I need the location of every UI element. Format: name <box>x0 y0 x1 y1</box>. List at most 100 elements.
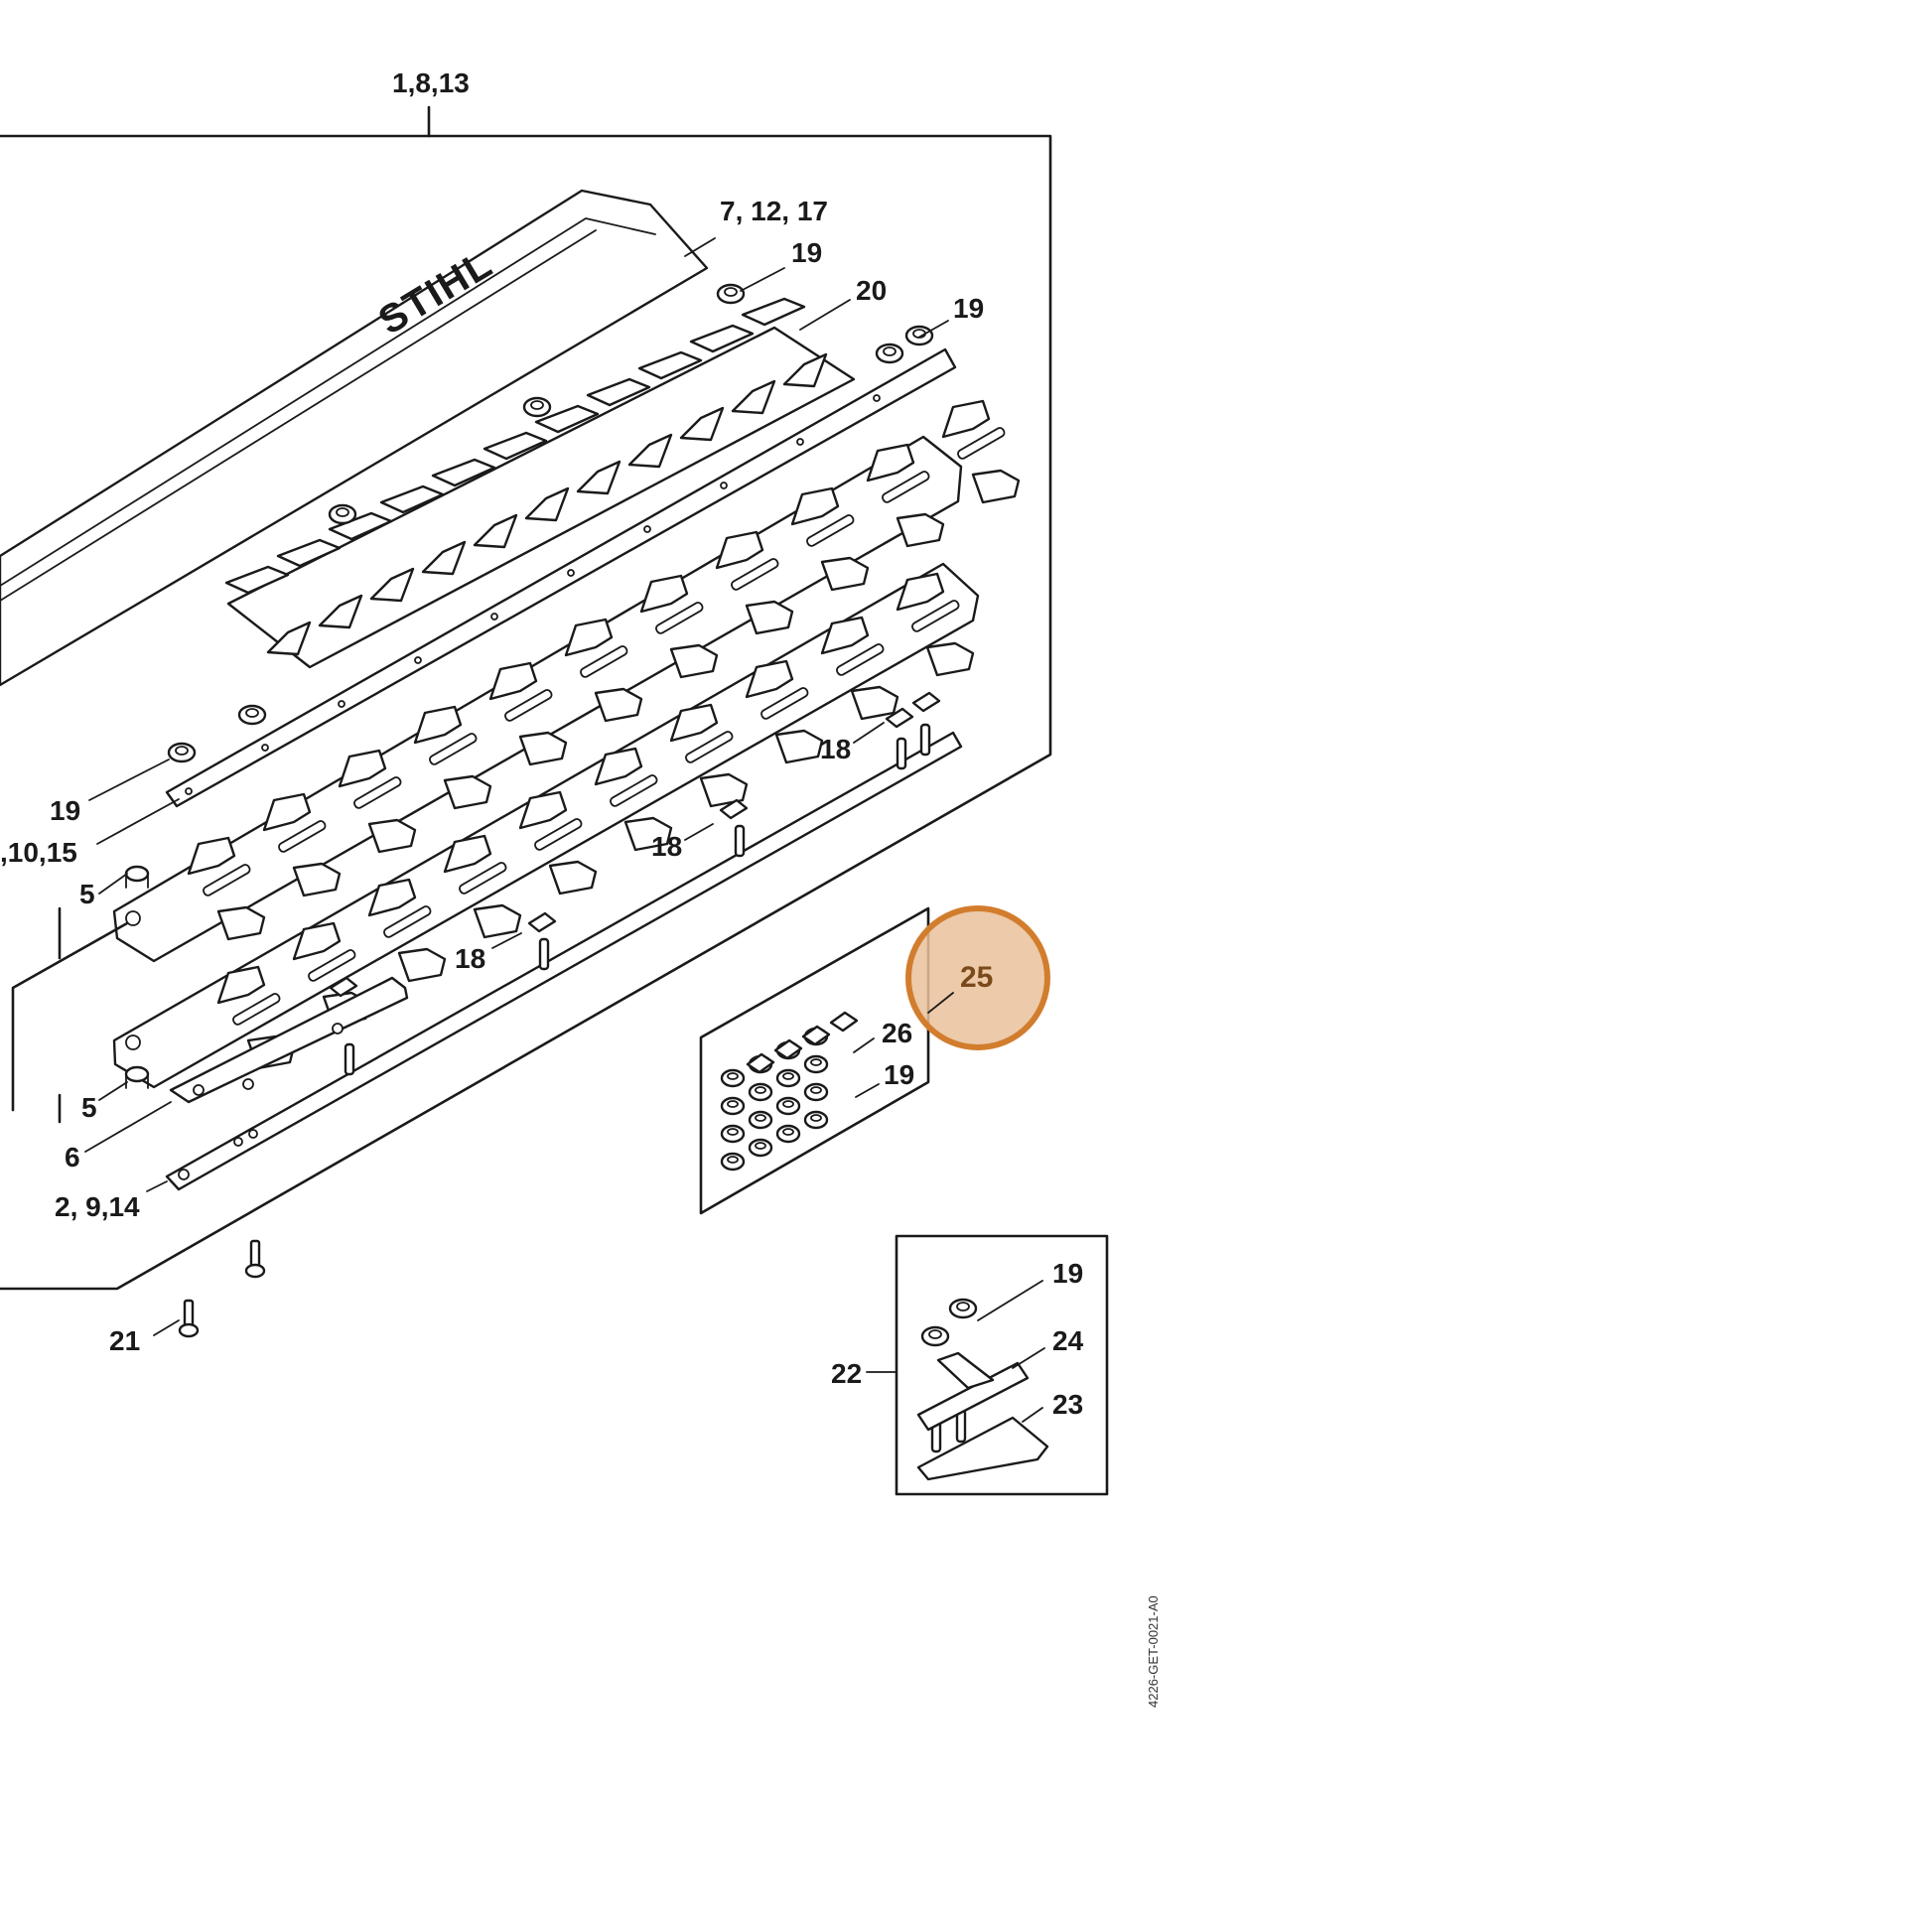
kit-nut-bore <box>755 1142 766 1150</box>
guard-tooth <box>328 511 393 541</box>
kit-nut-bore <box>755 1114 766 1122</box>
blade-tooth <box>488 661 538 701</box>
blade-tooth <box>216 905 266 941</box>
screw-head <box>244 1263 266 1279</box>
callout-19-right: 19 <box>953 293 984 324</box>
kit-block <box>801 1025 831 1046</box>
lower-cutter-blade <box>112 562 980 1089</box>
blade-tooth <box>820 616 870 655</box>
guard-tooth <box>689 324 755 353</box>
blade-slot <box>278 820 327 853</box>
callout-25[interactable]: 25 <box>960 961 993 994</box>
blade-tooth <box>790 486 840 526</box>
callout-18-right: 18 <box>820 734 851 764</box>
callout-24: 24 <box>1052 1325 1084 1356</box>
blade-slot <box>232 993 281 1026</box>
blade-tooth <box>745 659 794 699</box>
blade-tooth <box>338 749 387 788</box>
blade-tooth <box>774 729 824 764</box>
cap <box>124 1065 150 1083</box>
guard-tooth <box>369 567 415 603</box>
callout-19-top: 19 <box>791 237 822 268</box>
callout-19-box: 19 <box>1052 1258 1083 1289</box>
kit-nut-bore <box>810 1114 822 1122</box>
guard-bar <box>224 297 856 669</box>
slide-block <box>719 798 749 820</box>
kit-nut-bore <box>727 1100 739 1108</box>
blade-tooth <box>443 834 492 874</box>
blade-slot <box>580 645 628 678</box>
blade-tooth <box>745 600 794 635</box>
blade-tooth <box>413 705 463 745</box>
blade-tooth <box>292 862 342 897</box>
callout-10-15: ,10,15 <box>0 837 77 868</box>
nut-bore <box>175 746 189 756</box>
blade-tooth <box>216 965 266 1005</box>
guard-tooth <box>741 297 806 327</box>
callout-labels: 1,8,13 7, 12, 17 19 20 19 19 ,10,15 5 5 … <box>0 68 1084 1420</box>
blade-tooth <box>925 641 975 677</box>
blade-tooth <box>896 512 945 548</box>
blade-tooth <box>443 774 492 810</box>
blade-slot <box>353 776 402 809</box>
slide-block <box>911 691 941 713</box>
kit-nut-bore <box>755 1086 766 1094</box>
strip-hole <box>414 656 422 664</box>
kit-nut-bore <box>782 1072 794 1080</box>
blade-slot <box>383 905 432 938</box>
pin <box>896 737 907 770</box>
kit-nut-bore <box>782 1100 794 1108</box>
callout-18-left: 18 <box>455 943 485 974</box>
part-23-plate <box>916 1416 1049 1481</box>
hardware-group <box>124 283 978 1453</box>
bracket-part-6 <box>169 976 409 1104</box>
part-24-plate <box>916 1351 1030 1432</box>
nut-bore <box>928 1329 942 1339</box>
callout-26: 26 <box>882 1018 912 1048</box>
blade-tooth <box>564 618 614 657</box>
callout-1-8-13: 1,8,13 <box>392 68 470 98</box>
highlight-circle[interactable] <box>905 905 1050 1050</box>
highlight-marker-25[interactable]: 25 <box>905 905 1050 1050</box>
kit-nut-bore <box>782 1128 794 1136</box>
drawing-code: 4226-GET-0021-A0 <box>1146 1595 1161 1708</box>
lower-strip <box>165 731 963 1191</box>
guard-tooth <box>473 513 518 549</box>
kit-frame-22 <box>895 1234 1109 1496</box>
blade-slot <box>760 687 809 720</box>
guard-tooth <box>534 404 600 434</box>
nut-bore <box>336 507 349 517</box>
guard-tooth <box>782 352 828 388</box>
callout-5-lower: 5 <box>81 1092 97 1123</box>
blade-tooth <box>262 792 312 832</box>
blade-slot <box>882 471 930 503</box>
kit-nut-bore <box>810 1086 822 1094</box>
guard-tooth <box>679 406 725 442</box>
blade-tooth <box>669 703 719 743</box>
pin <box>919 723 931 757</box>
callout-19-left: 19 <box>50 795 80 826</box>
guard-tooth <box>318 594 363 629</box>
main-assembly-frame <box>0 105 1052 1291</box>
blade-tooth <box>187 836 236 876</box>
callout-19-kit: 19 <box>884 1059 914 1090</box>
blade-tooth <box>518 790 568 830</box>
blade-tooth <box>473 903 522 939</box>
blade-tooth <box>594 747 643 786</box>
kit-frame-25 <box>699 906 930 1215</box>
guard-tooth <box>586 377 651 407</box>
guard-tooth <box>431 458 496 487</box>
blade-slot <box>731 558 779 591</box>
strip-hole <box>261 744 269 752</box>
blade-slot <box>836 643 885 676</box>
blade-slot <box>610 774 658 807</box>
leader-lines <box>84 237 1045 1423</box>
strip-hole <box>796 438 804 446</box>
nut-bore <box>956 1302 970 1311</box>
blade-slot <box>429 733 478 765</box>
blade-slot <box>504 689 553 722</box>
pin <box>734 824 746 858</box>
blade-cover: STIHL <box>0 189 709 687</box>
nut-bore <box>245 708 259 718</box>
strip-hole <box>643 525 651 533</box>
